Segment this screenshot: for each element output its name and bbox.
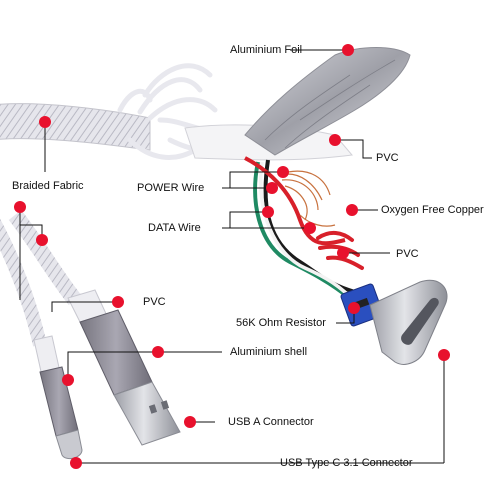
callout-lines [19, 49, 445, 464]
label-data-wire: DATA Wire [148, 222, 201, 234]
cable-usb-c-braided [0, 218, 47, 347]
label-usb-a: USB A Connector [228, 416, 314, 428]
label-resistor: 56K Ohm Resistor [236, 317, 326, 329]
label-pvc-mid: PVC [396, 248, 419, 260]
dot-power-wire-2 [266, 182, 278, 194]
dot-data-wire-1 [262, 206, 274, 218]
foil-creases [264, 59, 396, 149]
label-pvc-left: PVC [143, 296, 166, 308]
label-aluminium-foil: Aluminium Foil [230, 44, 303, 56]
dot-usb-c-left [70, 457, 82, 469]
cable-usb-a-braided [8, 210, 82, 305]
dot-usb-a [184, 416, 196, 428]
label-aluminium-shell: Aluminium shell [230, 346, 308, 358]
wire-red [244, 156, 346, 246]
dot-power-wire-1 [277, 166, 289, 178]
usb-a-contact-window-2 [160, 400, 170, 410]
wire-white [258, 161, 360, 307]
dot-usb-c-right [438, 349, 450, 361]
dot-pvc-top [329, 134, 341, 146]
callout-dots [14, 44, 450, 469]
dot-aluminium-foil [342, 44, 354, 56]
usb-a-contact-window-1 [148, 404, 158, 414]
label-power-wire: POWER Wire [137, 182, 205, 194]
dot-oxygen-free-copper [346, 204, 358, 216]
aluminium-foil-shield [244, 47, 411, 156]
usb-a-metal-plug [113, 381, 181, 446]
callout-line-pvc-top [335, 139, 372, 159]
label-usb-c: USB Type C 3.1 Connector [280, 457, 413, 469]
dot-aluminium-shell-2 [62, 374, 74, 386]
dot-pvc-left [112, 296, 124, 308]
callout-line-data-wire [222, 211, 310, 229]
dot-braided-fabric-branch-2 [36, 234, 48, 246]
label-braided-fabric: Braided Fabric [12, 180, 84, 192]
dot-pvc-mid [337, 247, 349, 259]
label-pvc-top: PVC [376, 152, 399, 164]
dot-data-wire-2 [304, 222, 316, 234]
main-braided-cable [0, 103, 151, 151]
dot-resistor [348, 302, 360, 314]
label-oxygen-free-copper: Oxygen Free Copper [381, 204, 484, 216]
usb-c-connector-body [369, 279, 448, 365]
dot-braided-fabric-branch-1 [14, 201, 26, 213]
dot-braided-fabric [39, 116, 51, 128]
dot-aluminium-shell-1 [152, 346, 164, 358]
callout-line-braided-fabric-branches [19, 207, 43, 300]
wire-green [253, 161, 354, 302]
callout-line-pvc-left [51, 301, 118, 312]
callout-line-power-wire [222, 171, 283, 189]
callout-line-aluminium-shell [67, 351, 222, 380]
usb-c-opening [401, 297, 439, 345]
